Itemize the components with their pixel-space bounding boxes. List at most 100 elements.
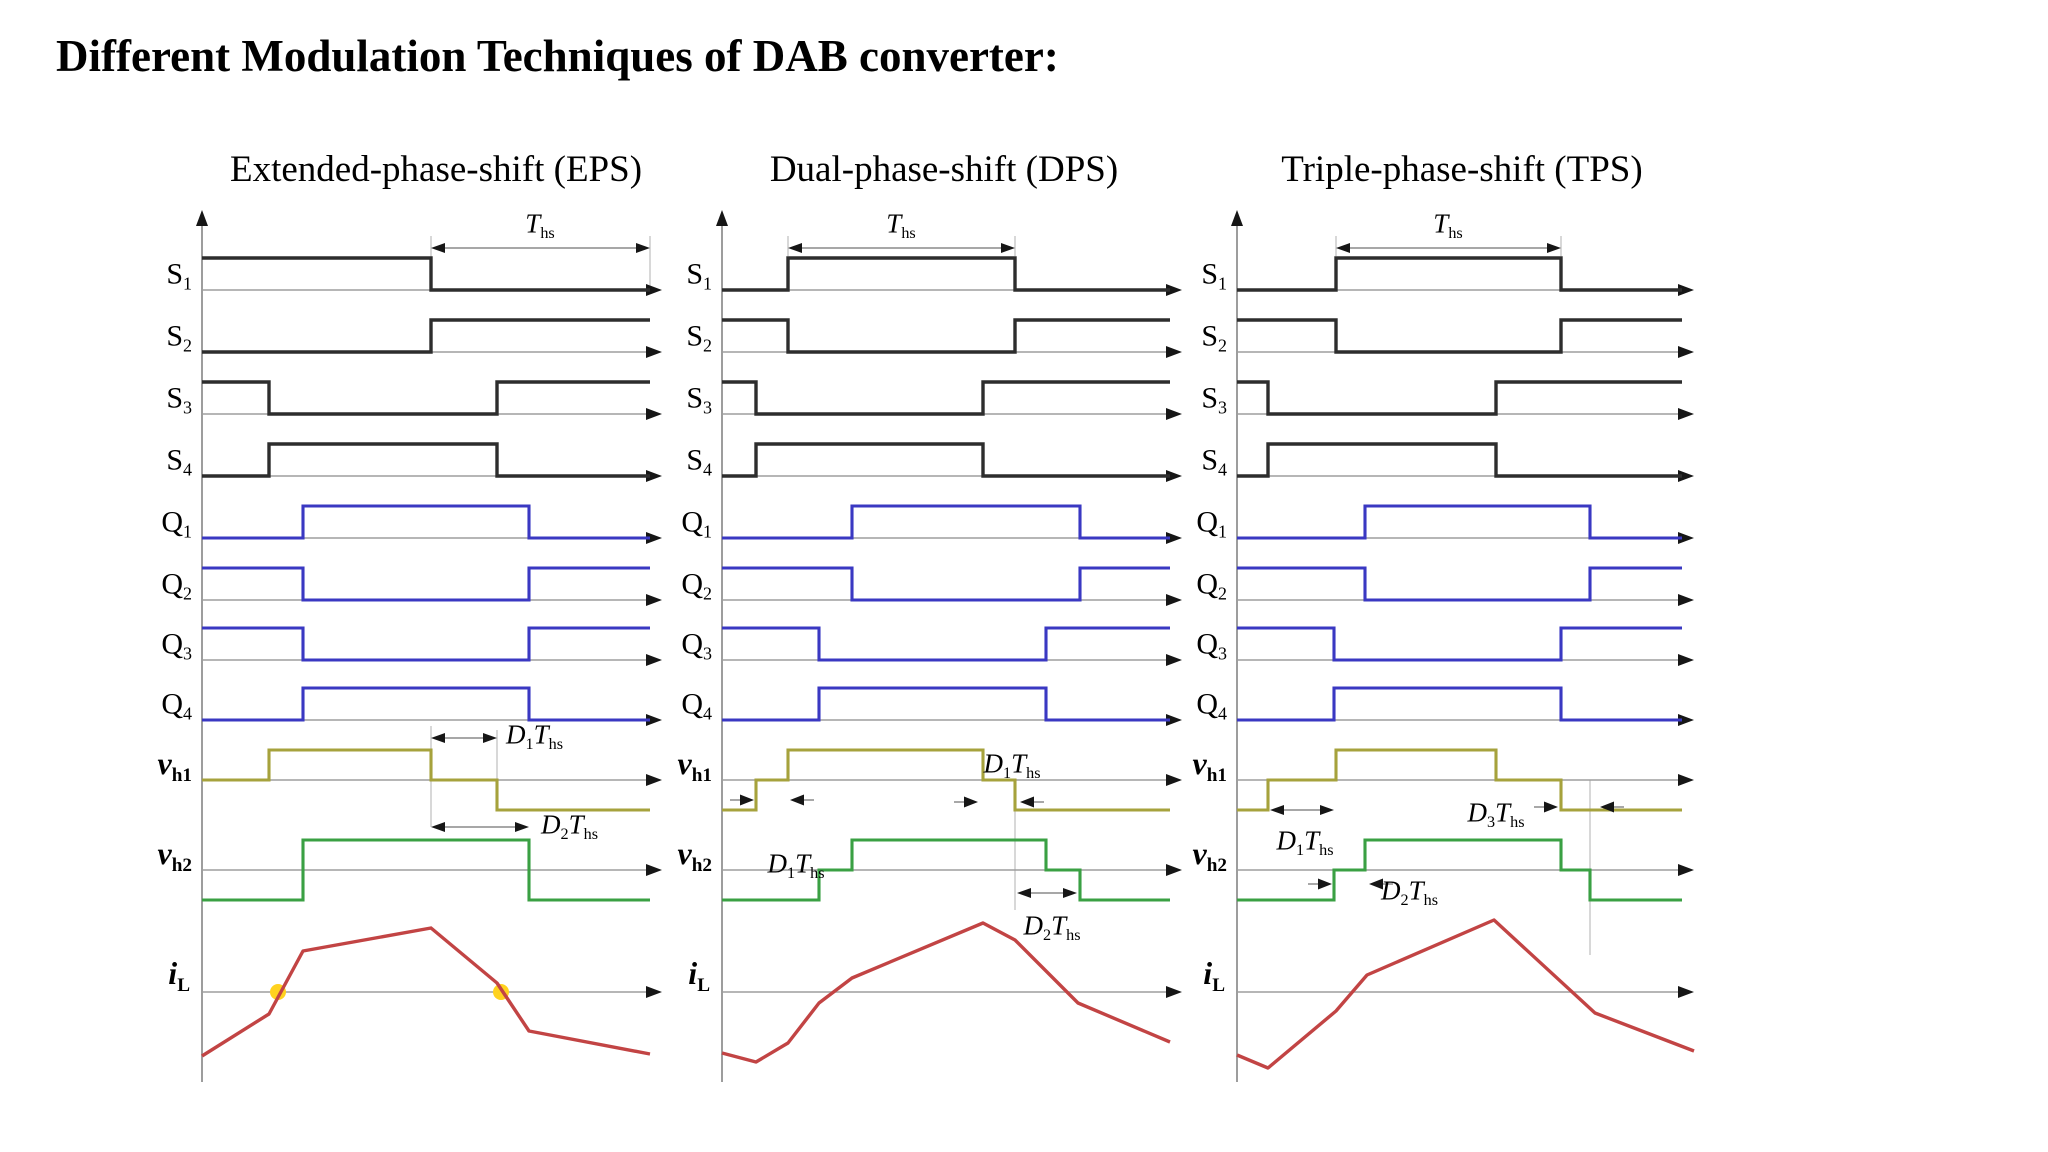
eps-d1ths-span-arrow-icon: [431, 733, 445, 743]
eps-d1ths-span-arrow-icon: [483, 733, 497, 743]
tps-s4-label: S4: [1201, 443, 1227, 480]
dps-d2ths-span-arrow-icon: [1017, 888, 1031, 898]
dps-shift-arrow-icon: [740, 794, 754, 806]
dps-s1-waveform: [722, 256, 1170, 292]
dps-shift-arrow-icon: [1020, 796, 1034, 808]
eps-row-arrow-icon: [646, 774, 662, 786]
dps-ths-label: Ths: [886, 208, 916, 243]
eps-q2-label: Q2: [161, 567, 192, 604]
eps-d2ths-span-arrow-icon: [515, 822, 529, 832]
dps-s1-label: S1: [686, 257, 712, 294]
tps-q4-waveform: [1237, 686, 1682, 722]
eps-s4-label: S4: [166, 443, 192, 480]
eps-vh2-waveform: [202, 838, 650, 902]
dps-s3-label: S3: [686, 381, 712, 418]
dps-shift-arrow-icon: [790, 794, 804, 806]
eps-s1-waveform: [202, 256, 650, 292]
eps-il-waveform: [201, 926, 651, 1058]
dps-d2ths-span-arrow-icon: [1063, 888, 1077, 898]
tps-row-arrow-icon: [1678, 864, 1694, 876]
tps-s2-waveform: [1237, 318, 1682, 354]
eps-q4-label: Q4: [161, 687, 192, 724]
tps-row-arrow-icon: [1678, 408, 1694, 420]
eps-q1-label: Q1: [161, 505, 192, 542]
tps-il-label: iL: [1203, 955, 1225, 996]
dps-s3-waveform: [722, 380, 1170, 416]
tps-row-arrow-icon: [1678, 986, 1694, 998]
tps-vh1-label: vh1: [1192, 745, 1227, 786]
tps-q2-waveform: [1237, 566, 1682, 602]
tps-s3-label: S3: [1201, 381, 1227, 418]
eps-s2-waveform: [202, 318, 650, 354]
dps-vh1-waveform: [722, 748, 1170, 812]
dps-s2-label: S2: [686, 319, 712, 356]
tps-ths-span-arrow-icon: [1547, 243, 1561, 253]
eps-s3-waveform: [202, 380, 650, 416]
tps-q3-waveform: [1237, 626, 1682, 662]
eps-vh2-label: vh2: [157, 835, 192, 876]
tps-d3ths-label: D3Ths: [1467, 797, 1525, 832]
tps-vh1-waveform: [1237, 748, 1682, 812]
dps-row-arrow-icon: [1166, 346, 1182, 358]
eps-vh1-waveform: [202, 748, 650, 812]
dps-row-arrow-icon: [1166, 986, 1182, 998]
tps-d1ths-span-arrow-icon: [1320, 805, 1334, 815]
tps-s2-label: S2: [1201, 319, 1227, 356]
tps-q4-label: Q4: [1196, 687, 1227, 724]
tps-row-arrow-icon: [1678, 532, 1694, 544]
dps-row-arrow-icon: [1166, 284, 1182, 296]
dps-vh2-label: vh2: [677, 835, 712, 876]
tps-axis-arrow-icon: [1231, 210, 1243, 226]
eps-s4-waveform: [202, 442, 650, 478]
eps-row-arrow-icon: [646, 284, 662, 296]
eps-row-arrow-icon: [646, 864, 662, 876]
dps-q4-label: Q4: [681, 687, 712, 724]
tps-shift-arrow-icon: [1318, 878, 1332, 890]
eps-row-arrow-icon: [646, 986, 662, 998]
tps-s4-waveform: [1237, 442, 1682, 478]
dps-d1ths-label-right: D1Ths: [983, 748, 1041, 783]
eps-d2ths-span-arrow-icon: [431, 822, 445, 832]
tps-row-arrow-icon: [1678, 774, 1694, 786]
tps-vh2-label: vh2: [1192, 835, 1227, 876]
eps-q3-waveform: [202, 626, 650, 662]
eps-q2-waveform: [202, 566, 650, 602]
column-header-eps: Extended-phase-shift (EPS): [229, 149, 643, 190]
dps-ths-span-arrow-icon: [788, 243, 802, 253]
eps-s1-label: S1: [166, 257, 192, 294]
dps-row-arrow-icon: [1166, 594, 1182, 606]
dps-q3-waveform: [722, 626, 1170, 662]
eps-vh1-label: vh1: [157, 745, 192, 786]
dps-axis-arrow-icon: [716, 210, 728, 226]
tps-vh2-waveform: [1237, 838, 1682, 902]
eps-row-arrow-icon: [646, 654, 662, 666]
dps-row-arrow-icon: [1166, 774, 1182, 786]
eps-q4-waveform: [202, 686, 650, 722]
tps-row-arrow-icon: [1678, 284, 1694, 296]
dps-row-arrow-icon: [1166, 714, 1182, 726]
dps-vh1-label: vh1: [677, 745, 712, 786]
dps-ths-span-arrow-icon: [1001, 243, 1015, 253]
column-header-dps: Dual-phase-shift (DPS): [769, 149, 1119, 190]
dps-q4-waveform: [722, 686, 1170, 722]
eps-q3-label: Q3: [161, 627, 192, 664]
dps-shift-arrow-icon: [964, 796, 978, 808]
eps-d2ths-label: D2Ths: [541, 809, 599, 844]
tps-row-arrow-icon: [1678, 714, 1694, 726]
tps-d1ths-label: D1Ths: [1276, 825, 1334, 860]
tps-row-arrow-icon: [1678, 594, 1694, 606]
eps-row-arrow-icon: [646, 594, 662, 606]
dps-q1-waveform: [722, 504, 1170, 540]
tps-row-arrow-icon: [1678, 654, 1694, 666]
eps-row-arrow-icon: [646, 408, 662, 420]
tps-il-waveform: [1236, 918, 1695, 1070]
eps-ths-span-arrow-icon: [431, 243, 445, 253]
eps-s3-label: S3: [166, 381, 192, 418]
column-header-tps: Triple-phase-shift (TPS): [1281, 149, 1643, 190]
dps-il-label: iL: [688, 955, 710, 996]
tps-row-arrow-icon: [1678, 470, 1694, 482]
tps-shift-arrow-icon: [1544, 801, 1558, 813]
dps-q1-label: Q1: [681, 505, 712, 542]
dps-row-arrow-icon: [1166, 532, 1182, 544]
dps-d1ths-label-left: D1Ths: [767, 848, 825, 883]
